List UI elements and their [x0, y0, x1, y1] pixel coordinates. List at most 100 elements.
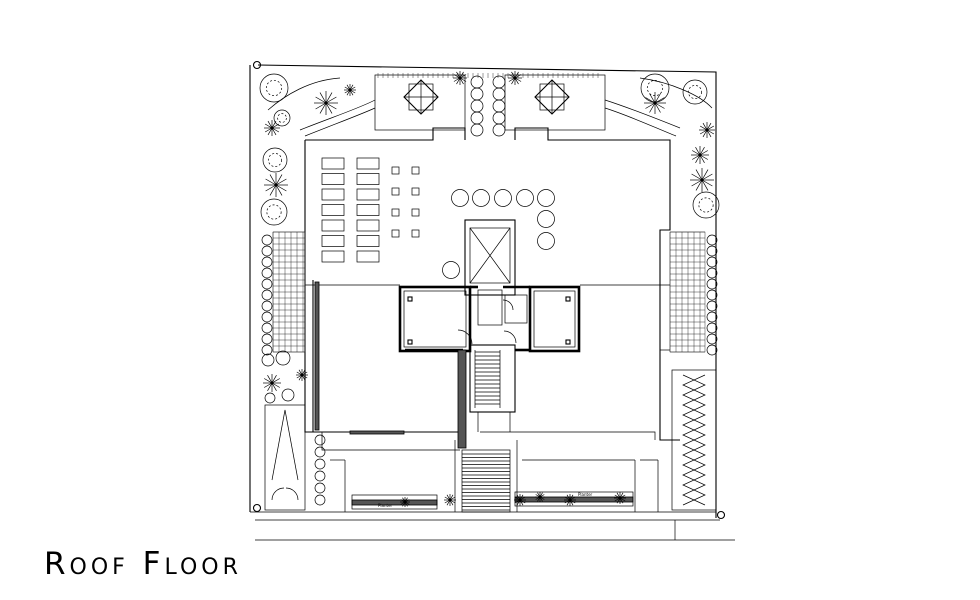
tree-icon	[273, 109, 291, 127]
umbrella-table-icon	[534, 79, 570, 115]
shrub-icon	[314, 470, 326, 482]
shrub-icon	[706, 267, 718, 279]
lounger-icon	[321, 157, 345, 170]
lounger-icon	[356, 188, 380, 201]
stair-core	[398, 219, 581, 449]
shrub-icon	[261, 311, 273, 323]
palm-icon	[400, 497, 410, 507]
shrub-icon	[314, 446, 326, 458]
shrub-icon	[706, 311, 718, 323]
shrub-icon	[264, 392, 276, 404]
tree-icon	[260, 198, 288, 226]
lounger-icon	[356, 204, 380, 216]
drawing-title: Roof Floor	[44, 546, 242, 582]
shrub-icon	[706, 289, 718, 301]
planter-label-right: Planter	[578, 492, 593, 497]
tree-icon	[692, 191, 720, 219]
shrub-icon	[492, 75, 506, 89]
lounger-icon	[356, 250, 380, 263]
palm-icon	[564, 494, 576, 506]
palm-icon	[535, 492, 545, 502]
side-patios	[264, 73, 717, 511]
shrub-icon	[275, 350, 291, 366]
shrub-icon	[470, 87, 484, 101]
lounger-icon	[321, 250, 345, 263]
shrub-icon	[261, 300, 273, 312]
palm-icon	[444, 494, 456, 506]
shrub-icon	[492, 123, 506, 137]
lounger-icon	[321, 204, 345, 216]
garden-paths	[267, 77, 713, 137]
shrub-icon	[492, 111, 506, 125]
shrub-icon	[261, 333, 273, 345]
lounger-icon	[356, 219, 380, 232]
tree-icon	[259, 73, 289, 103]
palm-icon	[296, 369, 308, 381]
palm-icon	[453, 71, 467, 85]
lounger-icon	[321, 235, 345, 247]
planting	[259, 71, 720, 507]
lounger-icon	[356, 157, 380, 170]
shrub-icon	[261, 256, 273, 268]
lounger-icon	[321, 219, 345, 232]
palm-icon	[508, 71, 522, 85]
palm-icon	[644, 92, 666, 114]
round-table	[537, 189, 555, 207]
round-tables	[442, 189, 555, 279]
palm-icon	[263, 374, 281, 392]
palm-icon	[614, 492, 626, 504]
shrub-icon	[470, 75, 484, 89]
lounger-icon	[321, 173, 345, 185]
shrub-icon	[261, 353, 275, 367]
top-terraces	[374, 74, 606, 131]
shrub-icon	[706, 278, 718, 290]
lounger-icon	[356, 235, 380, 247]
sun-loungers	[321, 157, 380, 263]
parapet-walls: Planter Planter	[314, 281, 634, 510]
roof-slab	[304, 127, 680, 451]
round-table	[537, 232, 555, 250]
round-table	[442, 261, 460, 279]
palm-icon	[264, 120, 280, 136]
shrub-icon	[281, 388, 295, 402]
planter-label-left: Planter	[378, 503, 393, 508]
shrub-icon	[470, 123, 484, 137]
round-table	[537, 210, 555, 228]
palm-icon	[699, 122, 715, 138]
shrub-icon	[706, 256, 718, 268]
shrub-icon	[706, 300, 718, 312]
palm-icon	[314, 91, 338, 115]
shrub-icon	[314, 494, 326, 506]
shrub-icon	[706, 322, 718, 334]
shrub-icon	[261, 322, 273, 334]
shrub-icon	[706, 245, 718, 257]
shrub-icon	[314, 458, 326, 470]
shrub-icon	[492, 87, 506, 101]
shrub-icon	[261, 278, 273, 290]
shrub-icon	[470, 111, 484, 125]
shrub-icon	[706, 333, 718, 345]
shrub-icon	[706, 234, 718, 246]
palm-icon	[264, 173, 288, 197]
lounger-icon	[321, 188, 345, 201]
palm-icon	[514, 494, 526, 506]
shrub-icon	[314, 434, 326, 446]
site-boundary	[249, 60, 735, 541]
shrub-icon	[261, 267, 273, 279]
palm-icon	[344, 84, 356, 96]
umbrella-table-icon	[403, 79, 439, 115]
round-table	[451, 189, 469, 207]
shrub-icon	[261, 234, 273, 246]
tree-icon	[682, 79, 708, 105]
palm-icon	[691, 146, 709, 164]
round-table	[516, 189, 534, 207]
shrub-icon	[261, 245, 273, 257]
stair-treads	[475, 351, 500, 405]
shrub-icon	[706, 344, 718, 356]
round-table	[494, 189, 512, 207]
shrub-icon	[492, 99, 506, 113]
lounger-icon	[356, 173, 380, 185]
side-tables	[391, 166, 420, 238]
round-table	[472, 189, 490, 207]
